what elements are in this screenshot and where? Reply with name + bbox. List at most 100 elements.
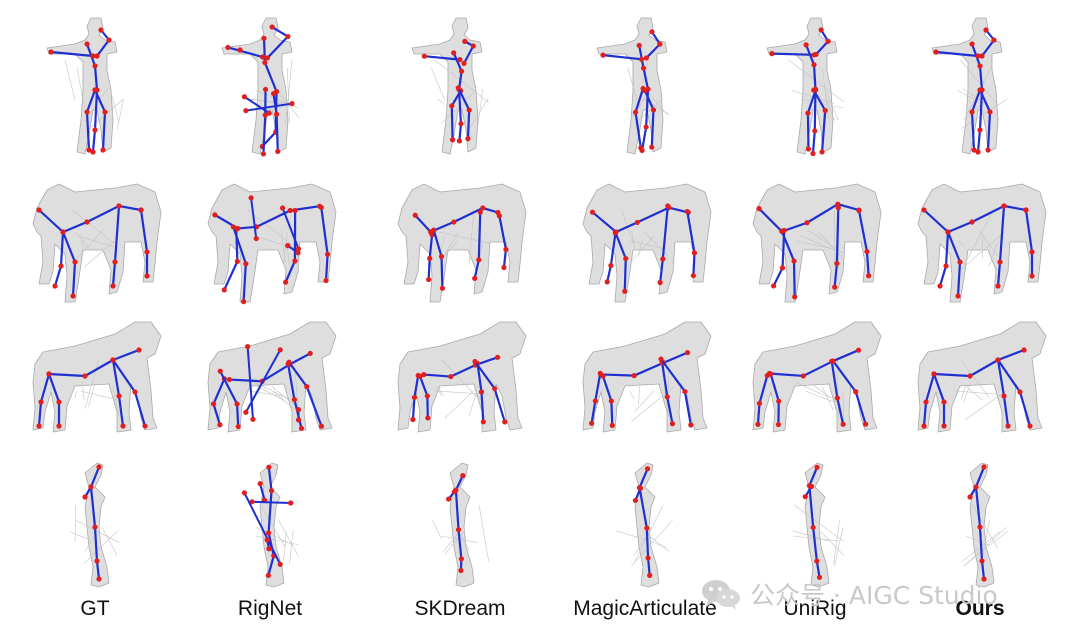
cell-horse-4 <box>752 183 882 303</box>
column-label: Ours <box>955 597 1005 620</box>
mesh-facet <box>818 232 844 259</box>
skeleton-joint <box>855 347 862 353</box>
mesh-facet <box>788 59 844 102</box>
mesh-facet <box>634 504 664 562</box>
skeleton-joint <box>262 59 268 66</box>
mesh-facet <box>478 504 490 562</box>
mesh-facet <box>631 520 673 566</box>
skeleton-joint <box>804 220 810 226</box>
mesh-facet <box>842 390 845 422</box>
skeleton-joint <box>110 283 116 289</box>
skeleton-joint <box>638 56 645 62</box>
cell-horse-3 <box>582 183 712 303</box>
skeleton-joint <box>853 389 859 395</box>
skeleton-joint <box>96 576 102 582</box>
skeleton-joint <box>832 284 838 290</box>
skeleton-joint <box>451 50 457 56</box>
skeleton-joint <box>132 389 138 395</box>
skeleton-joint <box>217 422 223 428</box>
skeleton-joint <box>622 288 628 294</box>
mesh-facet <box>75 520 120 543</box>
skeleton-joint <box>445 496 452 502</box>
skeleton-joint <box>277 561 283 567</box>
skeleton-joint <box>623 255 629 262</box>
skeleton-joint <box>921 423 927 429</box>
mesh-facet <box>444 240 458 256</box>
skeleton-joint <box>265 530 272 536</box>
skeleton-bone <box>246 346 254 420</box>
skeleton-joint <box>645 555 651 561</box>
skeleton-joint <box>608 262 614 269</box>
skeleton-joint <box>945 229 951 235</box>
skeleton-joint <box>427 255 433 261</box>
skeleton-joint <box>649 144 655 150</box>
mesh-facet <box>116 98 124 130</box>
skeleton-joint <box>264 55 271 61</box>
skeleton-bone <box>601 54 643 61</box>
mesh-facet <box>644 232 670 257</box>
skeleton-joint <box>458 121 464 127</box>
skeleton-joint <box>862 421 869 427</box>
skeleton-bone <box>243 492 282 565</box>
cell-horse-5 <box>917 183 1047 303</box>
cell-human-5 <box>931 17 1008 155</box>
mesh-facet <box>272 386 299 409</box>
watermark: 公众号 · AIGC Studio <box>700 574 1060 614</box>
mesh-facet <box>805 390 835 403</box>
skeleton-joint <box>285 243 291 249</box>
skeleton-joint <box>431 227 437 233</box>
skeleton-joint <box>642 87 648 94</box>
skeleton-joint <box>981 576 987 582</box>
mesh-facet <box>443 232 459 257</box>
skeleton-joint <box>72 259 78 265</box>
skeleton-joint <box>825 38 831 44</box>
skeleton-joint <box>943 263 949 269</box>
skeleton-joint <box>957 259 963 265</box>
mesh-silhouette <box>32 183 162 303</box>
mesh-facet <box>634 390 654 412</box>
skeleton-joint <box>56 399 62 405</box>
skeleton-joint <box>102 109 108 115</box>
skeleton-joint <box>451 219 457 225</box>
mesh-facet <box>793 504 844 542</box>
skeleton-joint <box>421 53 427 59</box>
skeleton-bone <box>49 50 95 58</box>
skeleton-joint <box>977 127 983 133</box>
mesh-facet <box>795 382 829 398</box>
skeleton-joint <box>1023 207 1029 213</box>
mesh-facet <box>964 390 1007 421</box>
skeleton-joint <box>814 558 820 564</box>
mesh-silhouette <box>582 183 712 303</box>
skeleton-joint <box>92 87 98 93</box>
cell-thin-object-0 <box>69 462 120 588</box>
skeleton-joint <box>805 146 812 152</box>
skeleton-joint <box>604 279 610 285</box>
skeleton-joint <box>225 44 231 51</box>
skeleton-joint <box>1027 423 1033 429</box>
skeleton-joint <box>241 94 248 100</box>
mesh-silhouette <box>32 321 162 433</box>
skeleton-joint <box>46 371 52 377</box>
skeleton-joint <box>285 33 291 40</box>
skeleton-joint <box>644 525 650 531</box>
skeleton-joint <box>82 373 88 379</box>
mesh-facet <box>627 67 639 107</box>
mesh-facet <box>289 530 294 564</box>
mesh-facet <box>820 531 844 556</box>
skeleton-joint <box>503 246 509 253</box>
skeleton-joint <box>997 259 1003 265</box>
skeleton-joint <box>257 481 263 487</box>
mesh-facet <box>80 390 118 401</box>
skeleton-joint <box>866 273 872 279</box>
skeleton-joint <box>451 489 457 495</box>
skeleton-joint <box>981 464 987 470</box>
skeleton-bone <box>768 349 860 378</box>
skeleton-joint <box>684 208 690 215</box>
mesh-facet <box>960 59 999 106</box>
skeleton-joint <box>90 149 96 155</box>
skeleton-bone <box>281 207 300 250</box>
mesh-facet <box>988 240 999 267</box>
skeleton-joint <box>304 383 310 390</box>
skeleton-joint <box>298 425 305 431</box>
